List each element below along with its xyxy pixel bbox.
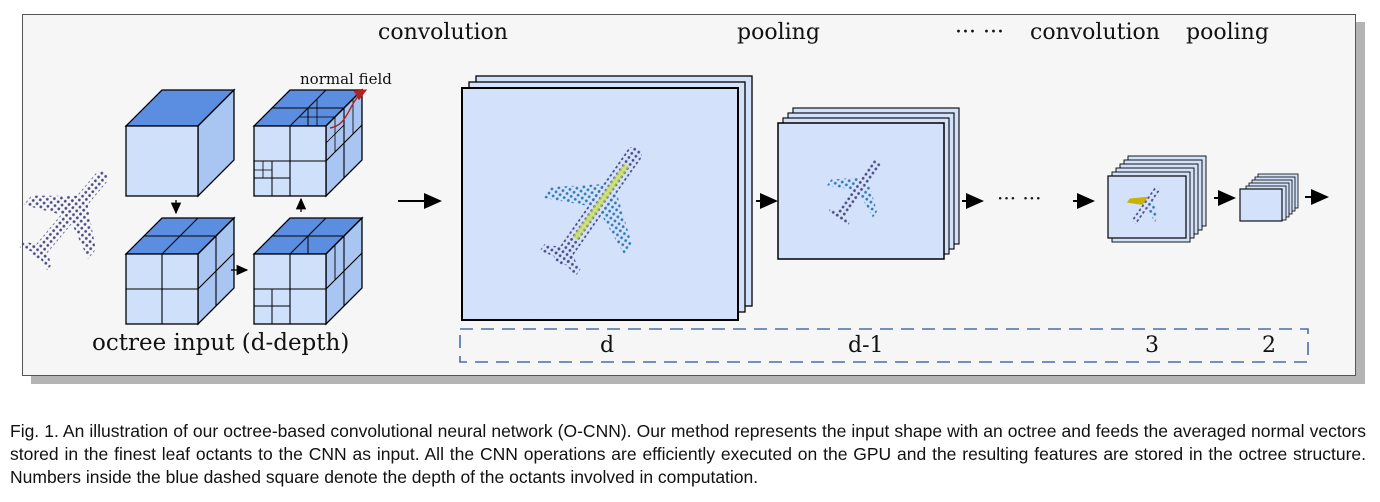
label-pooling-2: pooling bbox=[1186, 20, 1269, 45]
depth-label-d-minus-1: d-1 bbox=[848, 333, 884, 358]
label-octree-input: octree input (d-depth) bbox=[92, 330, 350, 356]
feature-map-stack-d-minus-1 bbox=[777, 107, 960, 260]
feature-map-stack-3 bbox=[1107, 155, 1207, 243]
label-convolution-2: convolution bbox=[1030, 20, 1160, 45]
label-ellipsis-top: ··· ··· bbox=[955, 20, 1004, 45]
feature-map-stack-d bbox=[461, 75, 753, 321]
octree-cube-depth-3 bbox=[252, 88, 364, 198]
normal-field-arrow bbox=[329, 89, 368, 129]
feature-airplane-d-minus-1 bbox=[827, 159, 882, 227]
octree-cube-depth-0 bbox=[124, 88, 236, 198]
label-normal-field: normal field bbox=[300, 70, 392, 88]
feature-airplane-3 bbox=[1126, 186, 1160, 224]
depth-label-2: 2 bbox=[1262, 333, 1276, 358]
depth-label-d: d bbox=[600, 333, 615, 358]
label-convolution-1: convolution bbox=[378, 20, 508, 45]
feature-map-stack-2 bbox=[1239, 173, 1299, 222]
octree-cube-depth-2 bbox=[252, 216, 364, 326]
figure-caption: Fig. 1. An illustration of our octree-ba… bbox=[10, 421, 1366, 487]
octree-cube-depth-1 bbox=[124, 216, 236, 326]
feature-airplane-d bbox=[539, 146, 642, 276]
depth-label-3: 3 bbox=[1145, 333, 1159, 358]
label-pooling-1: pooling bbox=[737, 20, 820, 45]
depth-dashed-box bbox=[459, 328, 1309, 363]
input-airplane-image bbox=[19, 170, 109, 271]
label-ellipsis-mid: ··· ··· bbox=[997, 186, 1042, 210]
